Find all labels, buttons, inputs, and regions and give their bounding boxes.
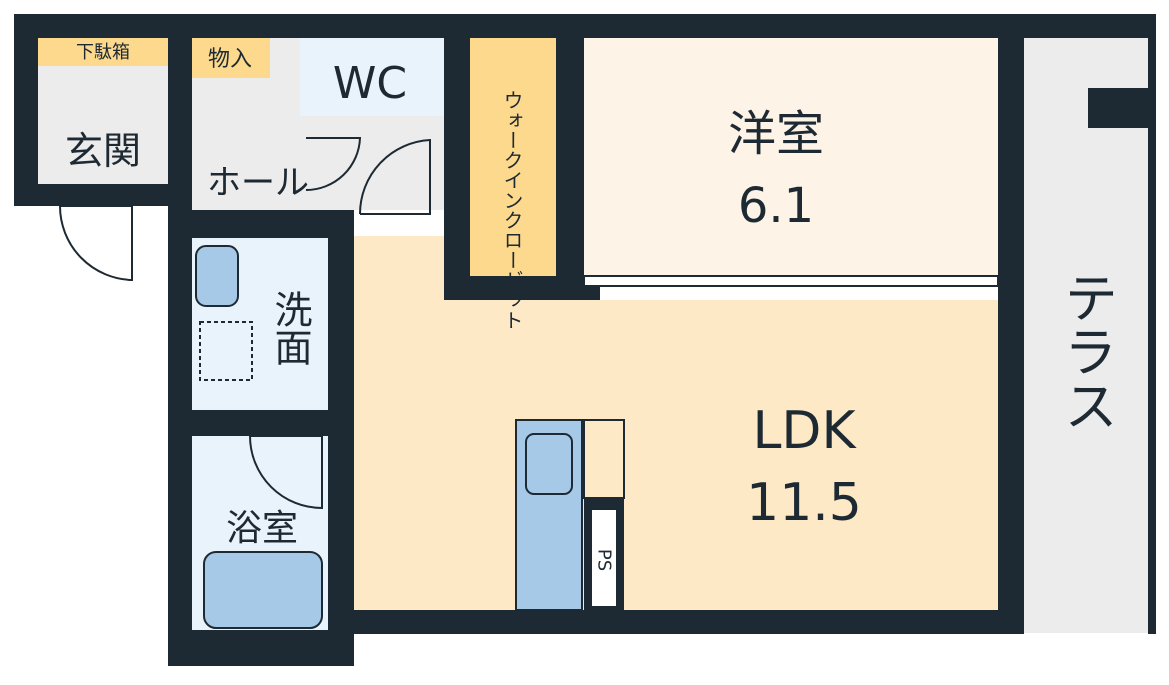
wall-closet-bottom — [444, 276, 600, 300]
terrace-wall-right — [1148, 14, 1156, 634]
outer-wall-bottom-left — [168, 630, 354, 666]
bedroom-name: 洋室 — [728, 106, 824, 162]
closet-floor — [470, 38, 556, 276]
bathtub — [203, 551, 323, 629]
bedroom-size: 6.1 — [738, 178, 814, 234]
hall-label: ホール — [207, 163, 309, 203]
shoe-shelf — [38, 38, 168, 66]
bedroom-floor — [584, 38, 998, 276]
bath-door[interactable] — [249, 435, 323, 510]
outer-wall-left-main — [168, 14, 192, 666]
bedroom-ldk-partition — [583, 275, 999, 287]
wall-wet-right — [328, 236, 354, 636]
outer-wall-entrance-bottom — [14, 184, 184, 206]
shoe-cabinet-label: 下駄箱 — [76, 42, 130, 63]
entrance-door[interactable] — [59, 205, 133, 282]
kitchen-sink — [525, 433, 573, 495]
wc-door[interactable] — [305, 137, 362, 191]
closet-label: ウォークインクローゼット — [500, 90, 524, 330]
wash-basin — [195, 245, 239, 307]
ps-label: PS — [594, 549, 615, 571]
terrace-post — [1088, 88, 1150, 128]
washroom-label: 洗面 — [268, 290, 312, 366]
wall-wash-bath — [168, 410, 354, 436]
wc-floor — [300, 38, 444, 116]
wc-label: WC — [333, 58, 407, 109]
wall-closet-right — [556, 14, 584, 300]
bathroom-label: 浴室 — [226, 508, 298, 549]
hall-door[interactable] — [358, 138, 431, 215]
terrace-area — [1022, 38, 1150, 633]
fridge-space — [583, 419, 625, 499]
outer-wall-right — [998, 14, 1024, 634]
ps-inner — [592, 510, 616, 606]
wall-closet-left — [444, 14, 470, 300]
ldk-size: 11.5 — [746, 473, 862, 533]
ldk-name: LDK — [752, 401, 857, 461]
entrance-label: 玄関 — [65, 129, 141, 173]
terrace-label: テラス — [1055, 270, 1118, 432]
outer-wall-left-entrance — [14, 14, 38, 206]
wall-hall-bottom — [168, 210, 354, 238]
storage-shelf — [192, 38, 270, 78]
washer-space — [199, 321, 253, 381]
storage-label: 物入 — [208, 47, 252, 72]
